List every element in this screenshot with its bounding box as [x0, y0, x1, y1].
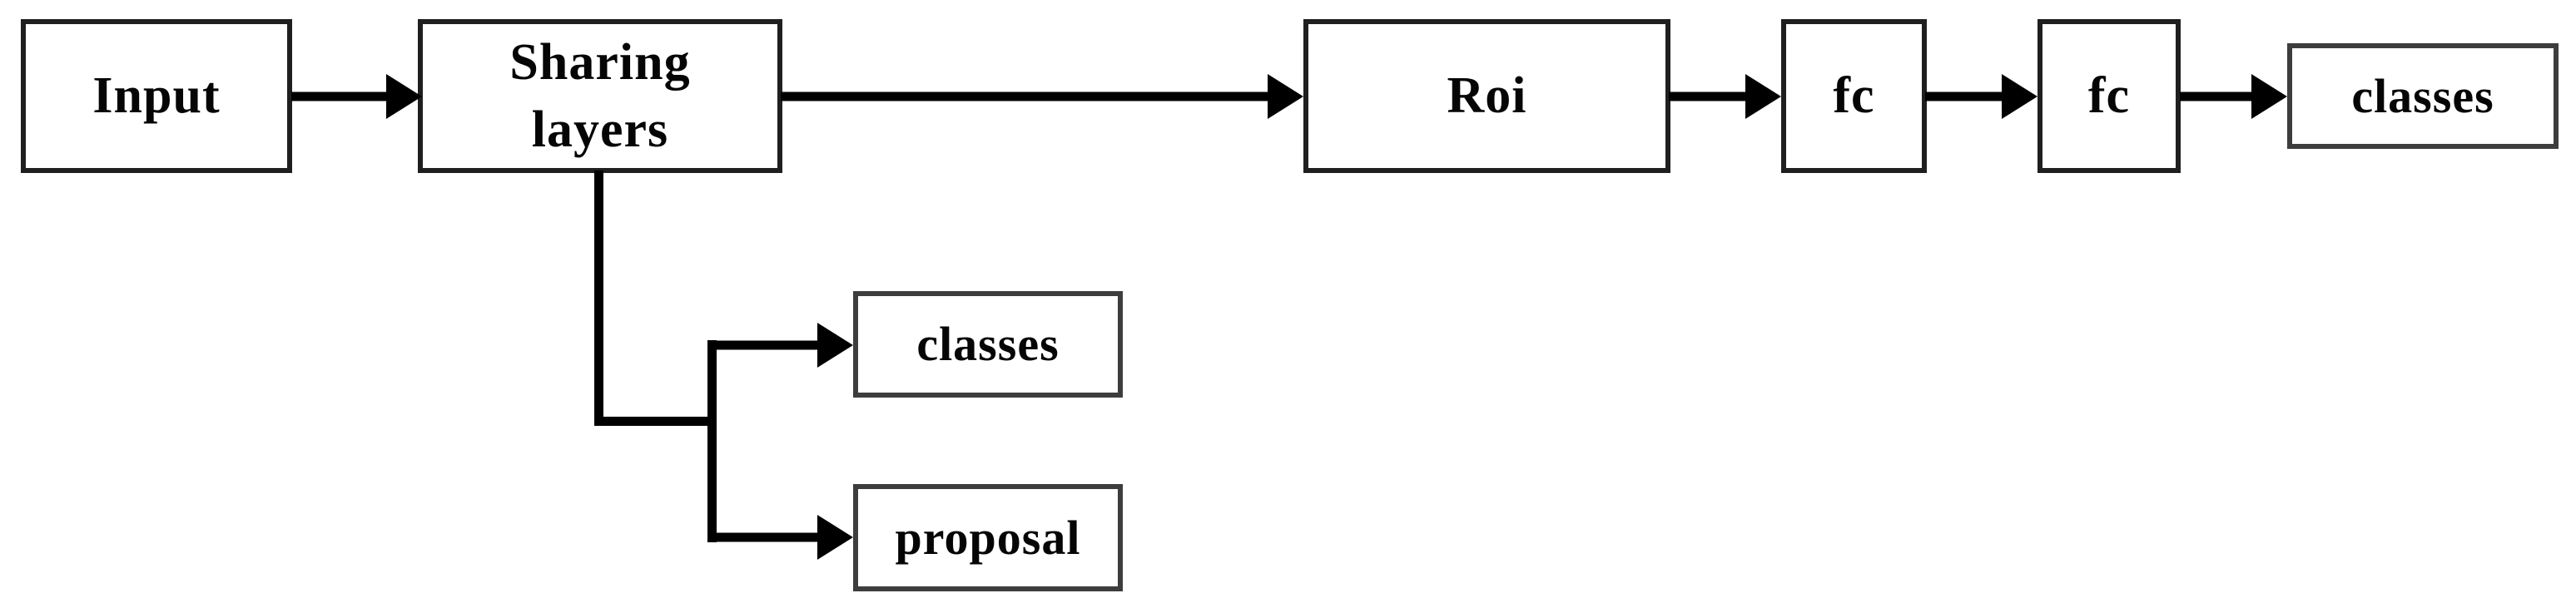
node-input-label: Input: [92, 67, 221, 125]
connector-elbow-horizontal: [594, 417, 716, 426]
arrow-input-to-sharing: [291, 74, 422, 119]
arrow-branch-to-proposal: [707, 515, 853, 560]
arrow-fc1-to-fc2: [1925, 74, 2037, 119]
node-sharing-layers-label: Sharing layers: [509, 33, 691, 158]
node-proposal-label: proposal: [895, 510, 1081, 565]
arrowhead-icon: [386, 74, 422, 119]
arrow-shaft: [707, 340, 817, 350]
node-classes-branch-label: classes: [916, 317, 1060, 372]
arrowhead-icon: [817, 323, 853, 368]
node-fc-1: fc: [1781, 19, 1927, 173]
arrow-shaft: [707, 532, 817, 542]
arrow-branch-to-classes: [707, 323, 853, 368]
arrowhead-icon: [1268, 74, 1303, 119]
arrowhead-icon: [2002, 74, 2037, 119]
arrow-roi-to-fc1: [1669, 74, 1781, 119]
arrow-shaft: [1925, 91, 2002, 101]
connector-branch-vertical: [707, 340, 717, 542]
node-roi: Roi: [1303, 19, 1670, 173]
node-input: Input: [21, 19, 292, 173]
arrow-fc2-to-classes: [2180, 74, 2287, 119]
node-fc-2-label: fc: [2087, 67, 2131, 125]
node-sharing-layers: Sharing layers: [418, 19, 782, 173]
arrowhead-icon: [1745, 74, 1781, 119]
arrow-shaft: [781, 91, 1268, 101]
node-proposal: proposal: [853, 484, 1123, 591]
node-classes-branch: classes: [853, 291, 1123, 398]
arrow-shaft: [2180, 91, 2251, 101]
arrow-shaft: [1669, 91, 1745, 101]
arrowhead-icon: [2251, 74, 2287, 119]
arrow-sharing-to-roi: [781, 74, 1303, 119]
arrowhead-icon: [817, 515, 853, 560]
node-roi-label: Roi: [1447, 67, 1527, 125]
node-classes-output-label: classes: [2351, 68, 2494, 123]
node-fc-2: fc: [2037, 19, 2181, 173]
node-fc-1-label: fc: [1833, 67, 1875, 125]
node-classes-output: classes: [2287, 43, 2559, 149]
connector-sharing-down: [594, 171, 603, 426]
arrow-shaft: [291, 91, 386, 101]
